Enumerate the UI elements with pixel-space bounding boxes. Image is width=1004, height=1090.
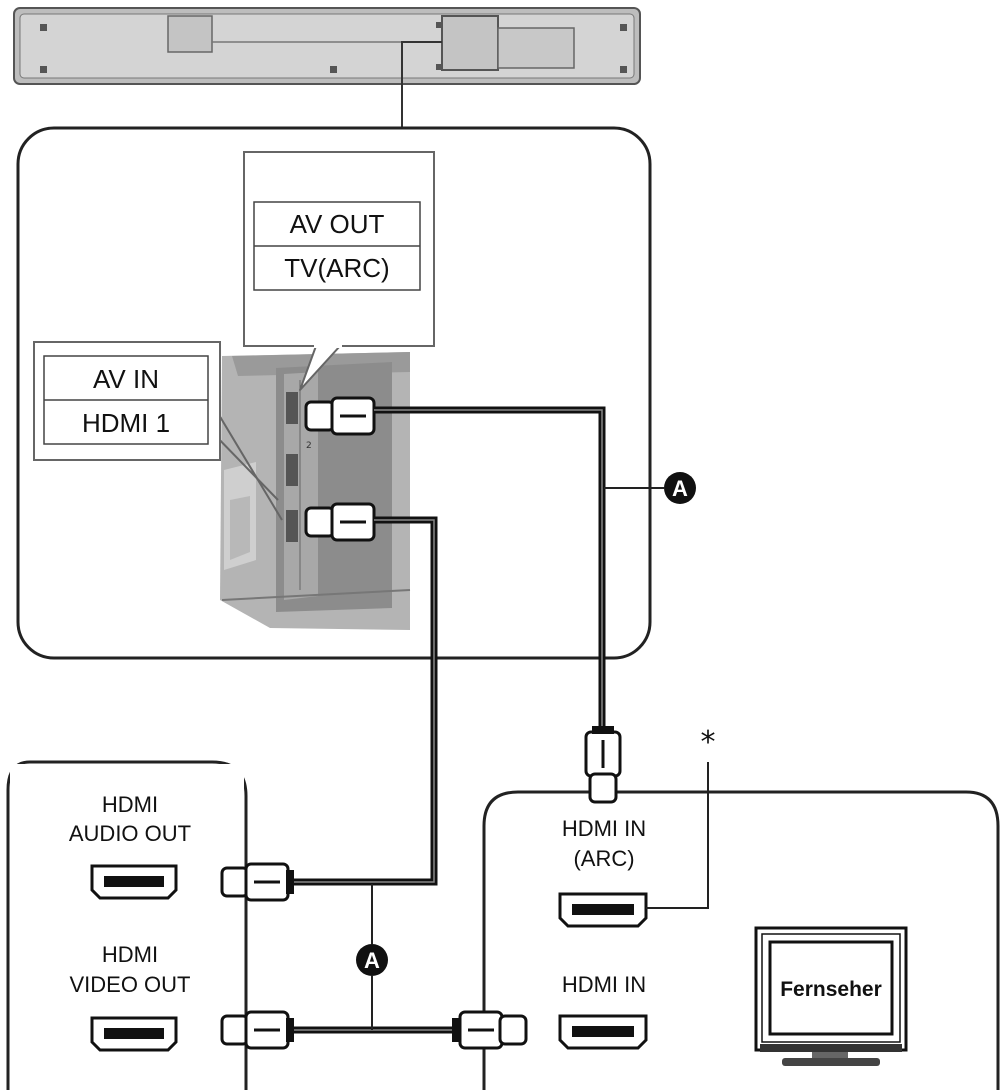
hdmi-plug-tv-arc (584, 726, 622, 804)
hdmi-plug-player-audio (220, 862, 294, 902)
hdmi-port-tv-arc (558, 892, 648, 928)
cable-marker-a-lower: A (356, 944, 388, 976)
hdmi-plug-av-in (304, 502, 376, 542)
zoom-leader-line (401, 41, 442, 128)
svg-text:A: A (364, 948, 380, 973)
audio-out-label-line2: AUDIO OUT (69, 821, 191, 846)
av-in-label: AV IN (93, 364, 159, 394)
soundbar (13, 7, 641, 85)
hdmi-plug-av-out (304, 396, 376, 436)
hdmi-plug-player-video (220, 1010, 294, 1050)
callout-av-in: AV IN HDMI 1 (33, 341, 283, 521)
hdmi-1-label: HDMI 1 (82, 408, 170, 438)
footnote-asterisk: * (701, 725, 716, 760)
svg-text:A: A (672, 476, 688, 501)
svg-text:2: 2 (306, 441, 312, 451)
av-out-label: AV OUT (290, 209, 385, 239)
cable-marker-a-upper: A (664, 472, 696, 504)
hdmi-plug-tv-in (452, 1010, 528, 1050)
video-out-label-line1: HDMI (102, 942, 158, 967)
rear-panel-closeup: 2 (220, 352, 411, 630)
hdmi-in-label: HDMI IN (562, 972, 646, 997)
callout-av-out: AV OUT TV(ARC) (243, 151, 435, 391)
hdmi-in-arc-label-line1: HDMI IN (562, 816, 646, 841)
video-out-label-line2: VIDEO OUT (69, 972, 190, 997)
hdmi-port-audio-out (90, 864, 178, 900)
hdmi-port-video-out (90, 1016, 178, 1052)
tv-box (482, 790, 1000, 1090)
tv-arc-label: TV(ARC) (284, 253, 389, 283)
hdmi-in-arc-label-line2: (ARC) (573, 846, 634, 871)
audio-out-label-line1: HDMI (102, 792, 158, 817)
tv-icon: Fernseher (754, 926, 908, 1066)
hdmi-port-tv-in (558, 1014, 648, 1050)
tv-screen-label: Fernseher (780, 978, 882, 1001)
